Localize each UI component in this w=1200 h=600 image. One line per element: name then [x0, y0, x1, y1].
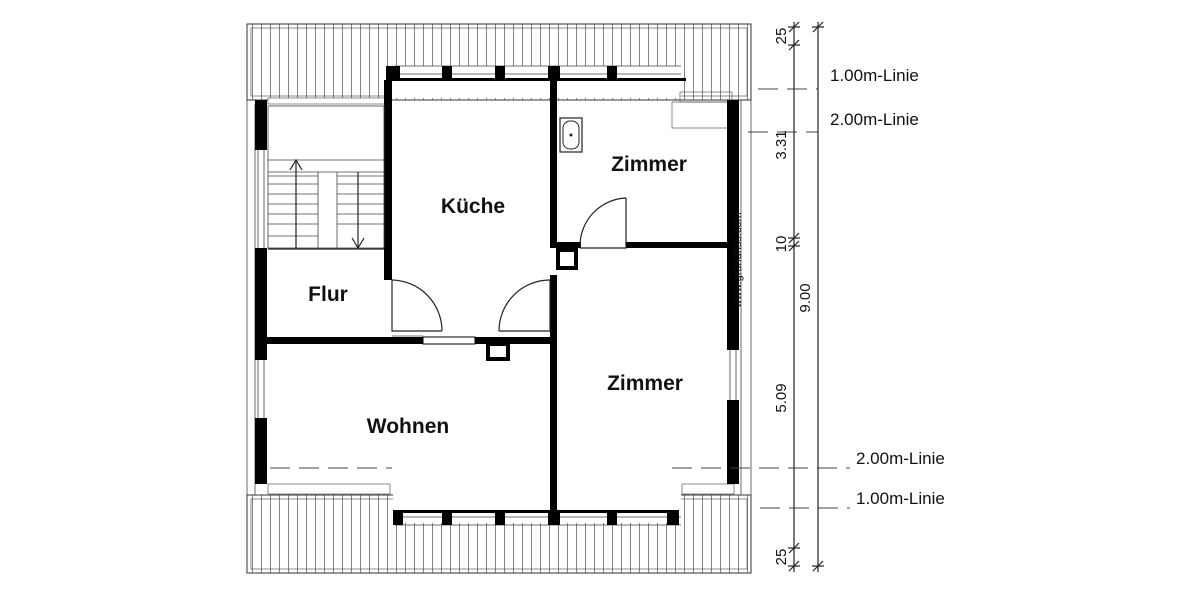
room-label-zimmer-bottom: Zimmer [607, 372, 683, 395]
height-lines [270, 88, 850, 509]
height-line-label-top-1m: 1.00m-Linie [830, 66, 919, 85]
dimension-upper-depth: 3.31 [773, 130, 790, 159]
dimension-wall: 10 [773, 236, 790, 253]
dimension-lower-depth: 5.09 [773, 383, 790, 412]
height-line-label-bottom-2m: 2.00m-Linie [856, 449, 945, 468]
room-label-flur: Flur [308, 283, 348, 306]
washbasin-icon [559, 117, 583, 153]
watermark-text: www.grundriss.com [732, 212, 744, 308]
dimension-line [788, 21, 824, 572]
roof-eave-top [246, 23, 752, 105]
doors [391, 197, 627, 337]
dimension-bottom-overhang: 25 [773, 549, 790, 566]
dimension-total: 9.00 [797, 283, 814, 312]
room-label-zimmer-top: Zimmer [611, 153, 687, 176]
height-line-label-top-2m: 2.00m-Linie [830, 110, 919, 129]
room-label-kueche: Küche [441, 195, 505, 218]
dimension-top-overhang: 25 [773, 28, 790, 45]
staircase [267, 105, 385, 250]
roof-eave-bottom [246, 483, 752, 574]
height-line-label-bottom-1m: 1.00m-Linie [856, 489, 945, 508]
walls [255, 66, 739, 525]
room-label-wohnen: Wohnen [367, 415, 449, 438]
